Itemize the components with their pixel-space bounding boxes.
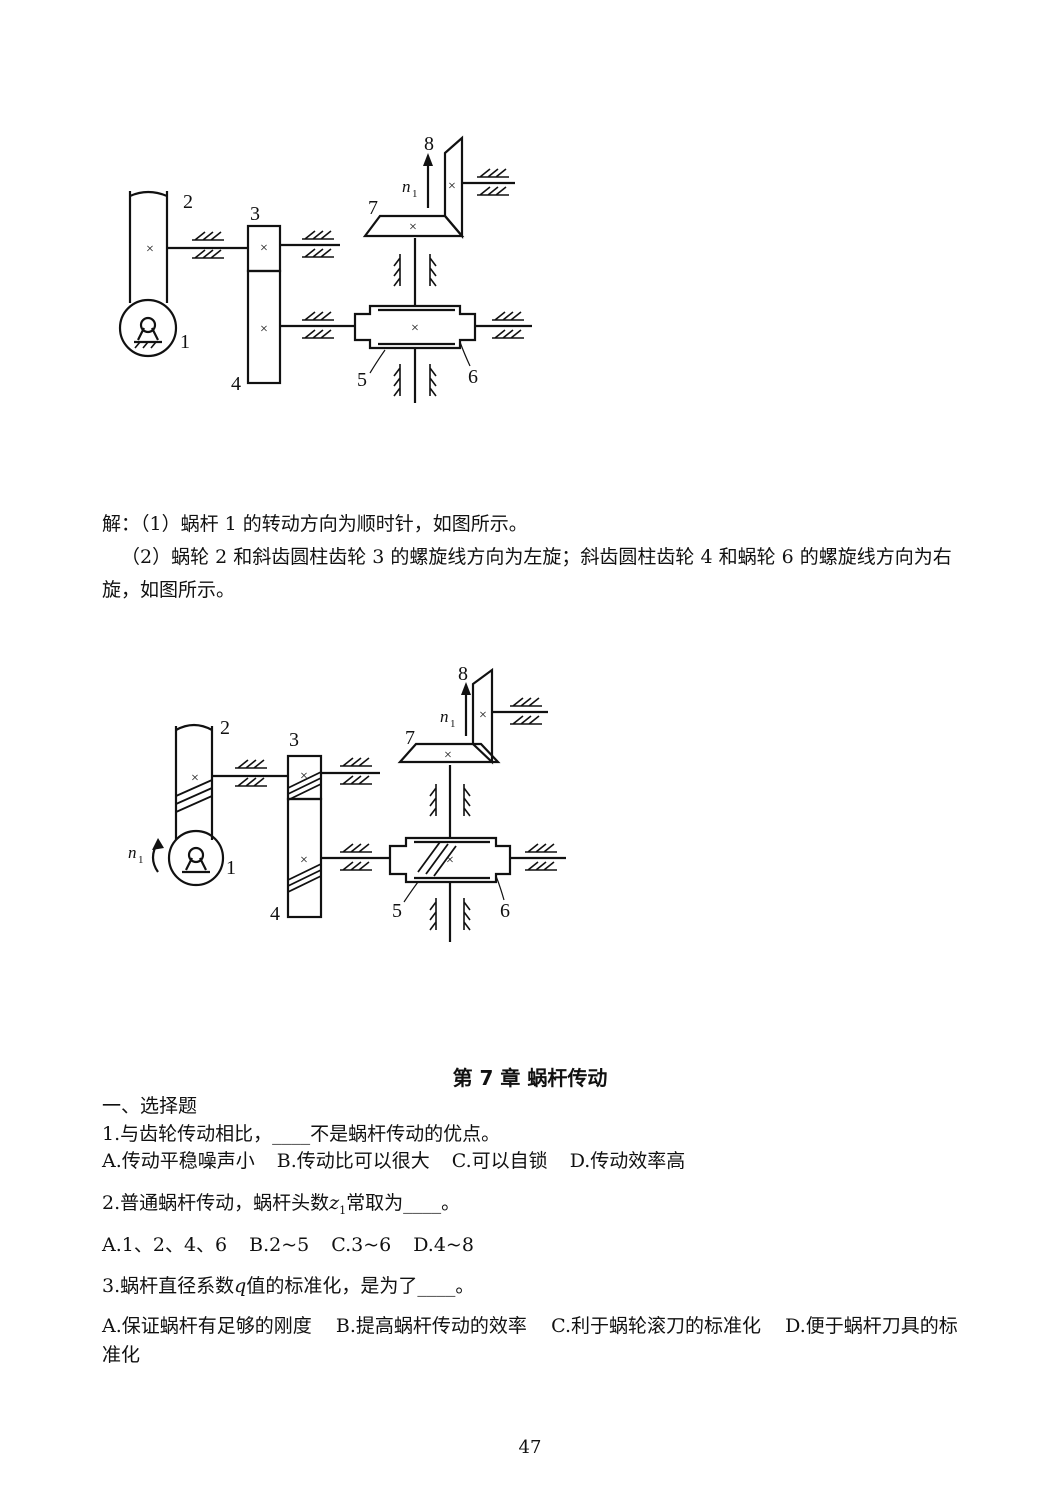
question-2-stem-b: 常取为 — [346, 1192, 404, 1214]
figure-1-label-1: 1 — [180, 331, 190, 353]
center-mark: × — [260, 241, 268, 256]
center-mark: × — [448, 179, 456, 194]
center-mark: × — [260, 322, 268, 337]
question-1-option-c: C.可以自锁 — [451, 1150, 548, 1172]
question-1-option-a: A.传动平稳噪声小 — [102, 1150, 255, 1172]
figure-1-label-6: 6 — [468, 366, 478, 388]
solution-line-2: （2）蜗轮 2 和斜齿圆柱齿轮 3 的螺旋线方向为左旋；斜齿圆柱齿轮 4 和蜗轮… — [102, 546, 952, 601]
question-2-stem-c: 。 — [441, 1192, 461, 1214]
figure-1-svg: × × × × × × 2 1 3 4 5 6 7 8 n 1 — [118, 133, 532, 403]
question-2-option-d: D.4~8 — [413, 1234, 474, 1256]
center-mark: × — [300, 769, 308, 784]
figure-1-speed-label: n — [402, 177, 411, 196]
question-1-option-b: B.传动比可以很大 — [276, 1150, 430, 1172]
figure-2-speed-sub: 1 — [450, 718, 456, 730]
figure-2-label-8: 8 — [458, 663, 468, 685]
figure-2: × × × × × × 2 1 3 4 5 6 7 8 n 1 n 1 — [118, 662, 578, 952]
figure-2-speed-label: n — [440, 707, 449, 726]
figure-1-label-7: 7 — [368, 197, 378, 219]
center-mark: × — [444, 748, 452, 763]
chapter-title: 第 7 章 蜗杆传动 — [452, 1066, 608, 1090]
question-2-stem: 2.普通蜗杆传动，蜗杆头数z1常取为____。 — [102, 1189, 460, 1225]
question-2-var: z — [329, 1192, 340, 1214]
question-1-stem-a: 1.与齿轮传动相比， — [102, 1123, 273, 1145]
page-number: 47 — [518, 1437, 542, 1458]
center-mark: × — [411, 321, 419, 336]
center-mark: × — [446, 853, 454, 868]
question-1-stem-b: 不是蜗杆传动的优点。 — [310, 1123, 501, 1145]
question-3-options: A.保证蜗杆有足够的刚度 B.提高蜗杆传动的效率 C.利于蜗轮滚刀的标准化 D.… — [102, 1315, 958, 1366]
figure-1-label-8: 8 — [424, 133, 434, 155]
center-mark: × — [146, 242, 154, 257]
question-1-options: A.传动平稳噪声小 B.传动比可以很大 C.可以自锁 D.传动效率高 — [102, 1147, 707, 1175]
figure-2-label-2: 2 — [220, 717, 230, 739]
question-2-option-b: B.2~5 — [249, 1234, 310, 1256]
figure-2-label-1: 1 — [226, 857, 236, 879]
center-mark: × — [409, 220, 417, 235]
question-3-stem-c: 。 — [455, 1275, 475, 1297]
question-2-option-c: C.3~6 — [331, 1234, 392, 1256]
answer-blank: ____ — [272, 1123, 311, 1145]
question-1-option-d: D.传动效率高 — [569, 1150, 686, 1172]
question-3-stem-b: 值的标准化，是为了 — [246, 1275, 418, 1297]
figure-2-label-7: 7 — [405, 727, 415, 749]
figure-2-svg: × × × × × × 2 1 3 4 5 6 7 8 n 1 n 1 — [128, 663, 566, 942]
center-mark: × — [300, 853, 308, 868]
question-2-options: A.1、2、4、6 B.2~5 C.3~6 D.4~8 — [102, 1231, 496, 1259]
center-mark: × — [479, 708, 487, 723]
question-3-stem-a: 3.蜗杆直径系数 — [102, 1275, 235, 1297]
figure-1-label-2: 2 — [183, 191, 193, 213]
question-3-stem: 3.蜗杆直径系数q值的标准化，是为了____。 — [102, 1272, 474, 1300]
center-mark: × — [191, 771, 199, 786]
figure-1-label-3: 3 — [250, 203, 260, 225]
figure-1-speed-sub: 1 — [412, 188, 418, 200]
figure-2-input-speed-label: n — [128, 843, 137, 862]
question-3-var: q — [234, 1275, 247, 1297]
figure-2-label-4: 4 — [270, 903, 280, 925]
question-2-stem-a: 2.普通蜗杆传动，蜗杆头数 — [102, 1192, 330, 1214]
figure-2-label-5: 5 — [392, 900, 402, 922]
answer-blank: ____ — [403, 1192, 442, 1214]
answer-blank: ____ — [417, 1275, 456, 1297]
question-2-option-a: A.1、2、4、6 — [102, 1234, 228, 1256]
figure-1-label-4: 4 — [231, 373, 241, 395]
figure-2-label-6: 6 — [500, 900, 510, 922]
figure-1: × × × × × × 2 1 3 4 5 6 7 8 n 1 — [100, 128, 550, 413]
question-2-var-sub: 1 — [339, 1203, 347, 1217]
figure-2-input-speed-sub: 1 — [138, 854, 144, 866]
section-title: 一、选择题 — [102, 1095, 198, 1117]
question-1-stem: 1.与齿轮传动相比，____不是蜗杆传动的优点。 — [102, 1120, 500, 1148]
figure-1-label-5: 5 — [357, 369, 367, 391]
solution-line-1: 解：（1）蜗杆 1 的转动方向为顺时针，如图所示。 — [102, 513, 528, 535]
figure-2-label-3: 3 — [289, 729, 299, 751]
